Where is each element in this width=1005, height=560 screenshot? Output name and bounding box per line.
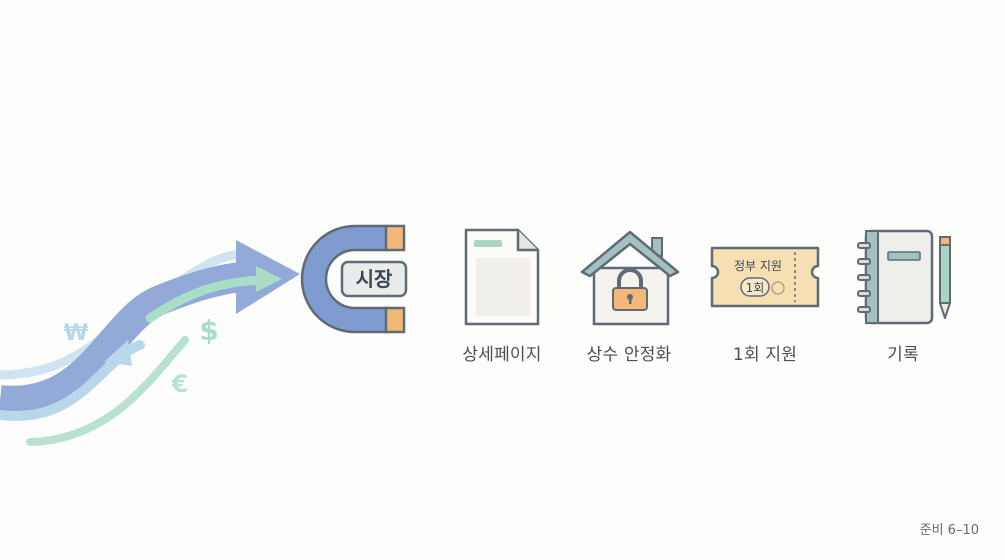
flow-arrowhead-mint — [256, 266, 282, 292]
footer-page-label: 준비 6–10 — [919, 523, 979, 538]
magnet-label-box — [340, 260, 408, 298]
pencil-icon — [939, 236, 951, 319]
caption-one-time-support: 1회 지원 — [732, 345, 798, 365]
caption-stabilization: 상수 안정화 — [586, 345, 672, 365]
caption-detail-page: 상세페이지 — [462, 345, 542, 365]
euro-symbol: € — [171, 370, 189, 398]
ticket-line2: 1회 — [746, 281, 765, 295]
dollar-symbol: $ — [199, 314, 218, 347]
ticket-line1: 정부 지원 — [734, 259, 782, 273]
money-flow-arrows: ₩ $ € — [0, 240, 300, 446]
caption-records: 기록 — [887, 345, 919, 365]
won-symbol: ₩ — [64, 321, 88, 346]
flow-arrowhead-pale — [104, 340, 132, 366]
flow-band-mint — [145, 275, 267, 323]
flow-band-blue — [0, 261, 252, 416]
flow-band-mint-lower — [26, 336, 189, 446]
ticket-icon: 정부 지원 1회 — [710, 246, 820, 308]
document-icon — [464, 228, 540, 326]
notebook-icon — [857, 229, 951, 325]
magnet-label: 시장 — [356, 267, 393, 291]
house-lock-icon — [580, 230, 680, 326]
magnet-icon: 시장 — [300, 224, 408, 334]
